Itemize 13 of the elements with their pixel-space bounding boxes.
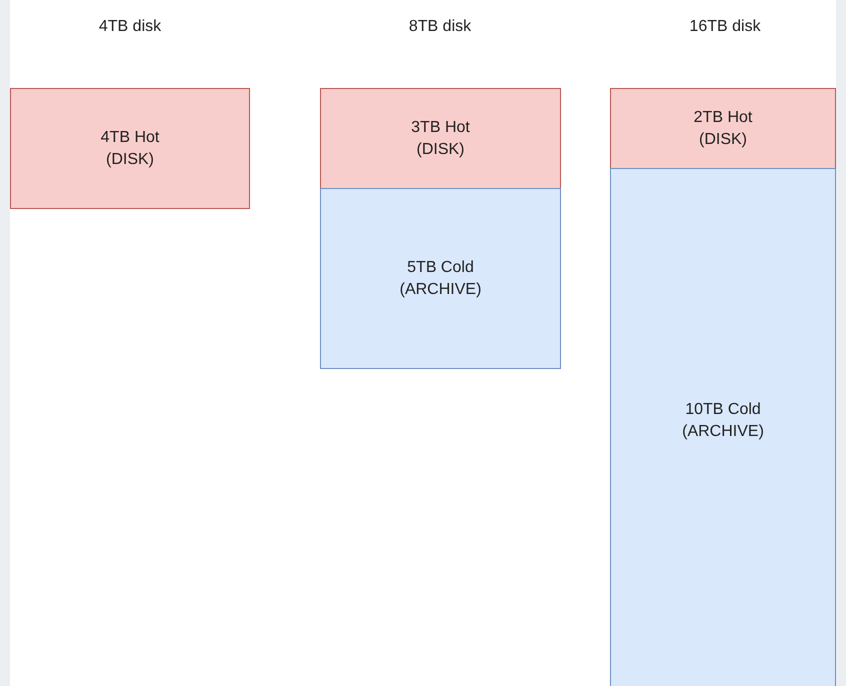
block-label: 2TB Hot (DISK): [692, 108, 754, 150]
column-heading: 4TB disk: [98, 18, 162, 36]
storage-block: [320, 188, 561, 369]
storage-block: [610, 88, 836, 169]
column-heading: 8TB disk: [408, 18, 472, 36]
block-label: 4TB Hot (DISK): [100, 128, 160, 170]
storage-block: [320, 88, 561, 189]
block-label: 5TB Cold (ARCHIVE): [398, 258, 482, 300]
column-heading: 16TB disk: [689, 18, 761, 36]
storage-block: [10, 88, 250, 209]
block-label: 3TB Hot (DISK): [410, 118, 471, 160]
storage-block: [610, 168, 836, 686]
block-label: 10TB Cold (ARCHIVE): [681, 400, 765, 442]
